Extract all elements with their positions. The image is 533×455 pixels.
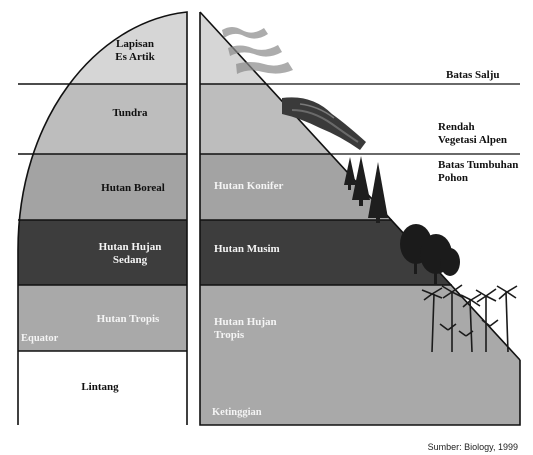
temperate-rainforest-label-line2: Sedang	[113, 254, 148, 266]
boreal-forest-label: Hutan Boreal	[101, 182, 165, 194]
broadleaf-tree-icon	[400, 224, 460, 284]
temperate-rainforest-label-line1: Hutan Hujan	[99, 241, 162, 253]
source-credit: Sumber: Biology, 1999	[428, 442, 518, 452]
monsoon-forest-label: Hutan Musim	[214, 243, 280, 255]
latitude-column	[18, 12, 187, 425]
tree-line-label-line1: Batas Tumbuhan	[438, 159, 518, 171]
arctic-ice-band	[18, 12, 187, 84]
tundra-label: Tundra	[112, 107, 148, 119]
snow-icon	[222, 27, 293, 74]
arctic-ice-label-line1: Lapisan	[116, 38, 154, 50]
arctic-ice-label-line2: Es Artik	[115, 51, 155, 63]
tropical-rainforest-label-line1: Hutan Hujan	[214, 316, 277, 328]
conifer-forest-label: Hutan Konifer	[214, 180, 283, 192]
alpine-low-label-line2: Vegetasi Alpen	[438, 134, 507, 146]
equator-label: Equator	[21, 333, 59, 344]
tundra-band	[18, 84, 187, 154]
tropical-forest-label: Hutan Tropis	[97, 313, 160, 325]
alpine-vegetation-icon	[282, 97, 366, 150]
alpine-low-label-line1: Rendah	[438, 121, 475, 133]
latitude-base-band	[18, 351, 187, 425]
tree-line-label-line2: Pohon	[438, 172, 468, 184]
tropical-forest-band	[18, 285, 187, 351]
tropical-rainforest-band	[200, 285, 520, 425]
altitude-axis-label: Ketinggian	[212, 407, 262, 418]
conifer-tree-icon	[344, 156, 388, 223]
boreal-forest-band	[18, 154, 187, 220]
annotation-lines	[266, 83, 520, 155]
latitude-column-outline	[17, 11, 188, 425]
temperate-rainforest-band	[18, 220, 187, 285]
latitude-axis-label: Lintang	[81, 381, 119, 393]
tropical-rainforest-label-line2: Tropis	[214, 329, 245, 341]
palm-tree-icon	[421, 284, 518, 353]
snow-line-label: Batas Salju	[446, 69, 500, 81]
